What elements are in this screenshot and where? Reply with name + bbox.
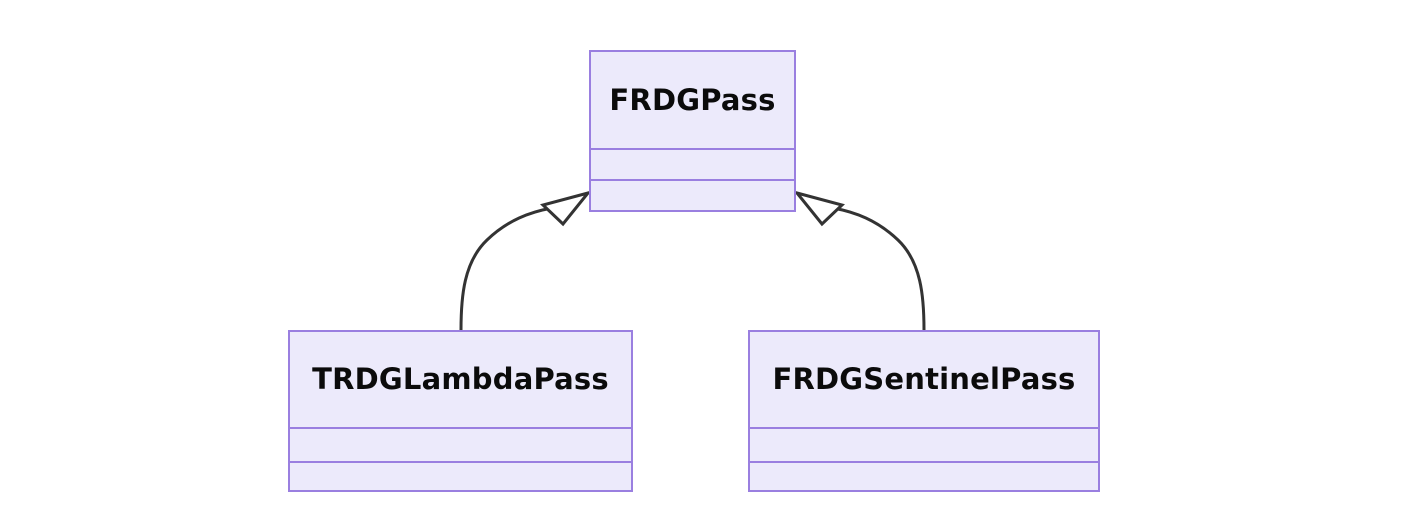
class-node-frdgsentinelpass-attributes bbox=[750, 426, 1098, 462]
edge-right-hollow-triangle-arrowhead bbox=[792, 190, 845, 227]
class-node-frdgpass[interactable]: FRDGPass bbox=[589, 50, 796, 212]
class-node-frdgpass-title: FRDGPass bbox=[609, 83, 776, 117]
class-node-trdglambdapass[interactable]: TRDGLambdaPass bbox=[288, 330, 633, 492]
class-node-frdgsentinelpass-title: FRDGSentinelPass bbox=[772, 362, 1076, 397]
edge-right-line bbox=[832, 206, 926, 331]
edge-generalization-left[interactable] bbox=[459, 190, 593, 331]
class-node-frdgsentinelpass-methods bbox=[750, 461, 1098, 490]
class-node-trdglambdapass-title: TRDGLambdaPass bbox=[312, 362, 609, 397]
class-node-trdglambdapass-attributes bbox=[290, 426, 631, 462]
edge-left-hollow-triangle-arrowhead bbox=[540, 190, 593, 227]
class-node-trdglambdapass-methods bbox=[290, 461, 631, 490]
class-node-frdgpass-methods bbox=[591, 179, 794, 210]
class-node-frdgsentinelpass[interactable]: FRDGSentinelPass bbox=[748, 330, 1100, 492]
class-node-frdgpass-attributes bbox=[591, 148, 794, 179]
edge-generalization-right[interactable] bbox=[792, 190, 926, 331]
edge-left-line bbox=[459, 206, 553, 331]
